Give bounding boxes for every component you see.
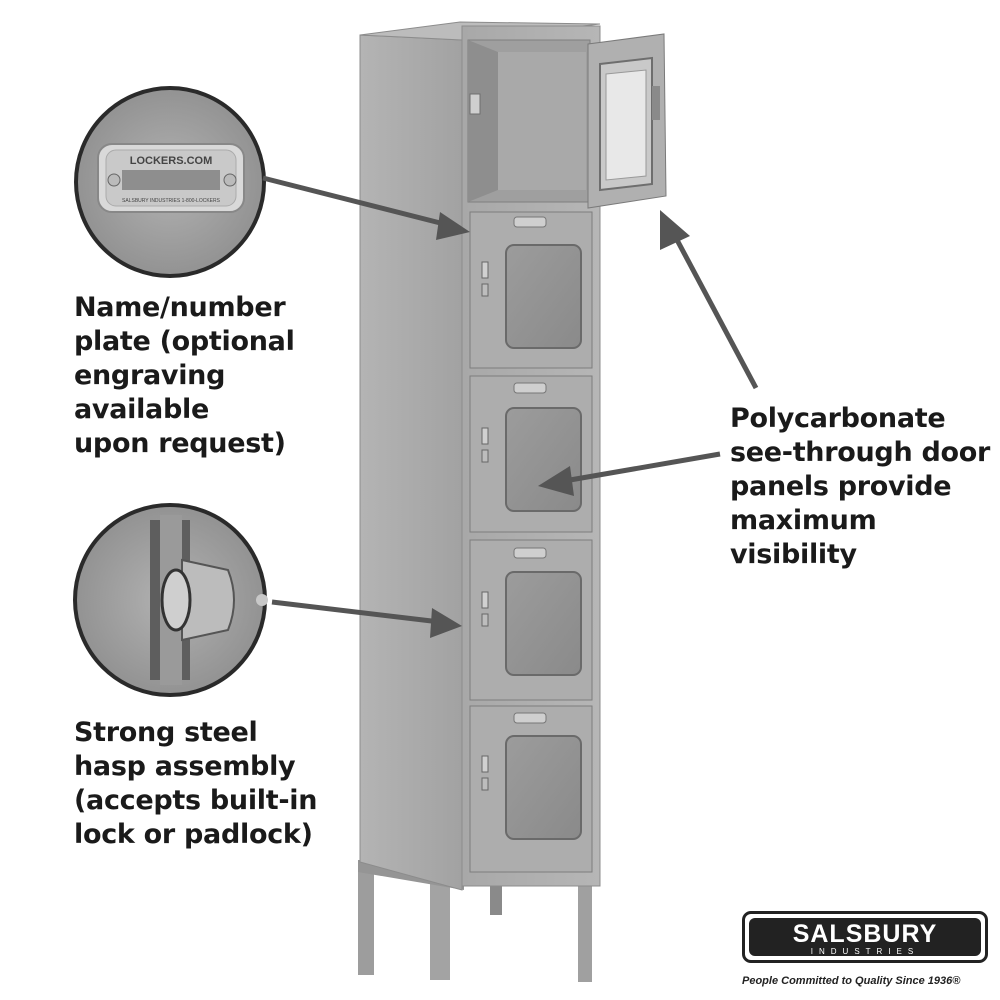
nameplate-callout-text: Name/number plate (optional engraving av… — [74, 292, 295, 459]
hasp-callout-text: Strong steel hasp assembly (accepts buil… — [74, 717, 318, 850]
callout-arrows — [262, 175, 759, 638]
plate-top-text: LOCKERS.COM — [130, 155, 213, 167]
open-compartment — [467, 39, 591, 203]
panels-callout-text: Polycarbonate see-through door panels pr… — [730, 403, 991, 570]
logo-badge: SALSBURY INDUSTRIES — [749, 918, 981, 956]
logo-subtitle: INDUSTRIES — [810, 947, 920, 956]
plate-bottom-text: SALSBURY INDUSTRIES 1-800-LOCKERS — [122, 198, 221, 204]
logo-tagline: People Committed to Quality Since 1936® — [742, 975, 961, 987]
logo-name: SALSBURY — [792, 920, 938, 948]
open-door — [587, 33, 667, 209]
locker-doors — [469, 211, 593, 873]
nameplate-detail-circle: LOCKERS.COM SALSBURY INDUSTRIES 1-800-LO… — [74, 86, 266, 278]
hasp-detail-circle — [73, 503, 268, 697]
locker-legs — [358, 860, 592, 982]
locker-side-panel — [359, 34, 463, 891]
salsbury-logo: SALSBURY INDUSTRIES — [742, 911, 988, 963]
